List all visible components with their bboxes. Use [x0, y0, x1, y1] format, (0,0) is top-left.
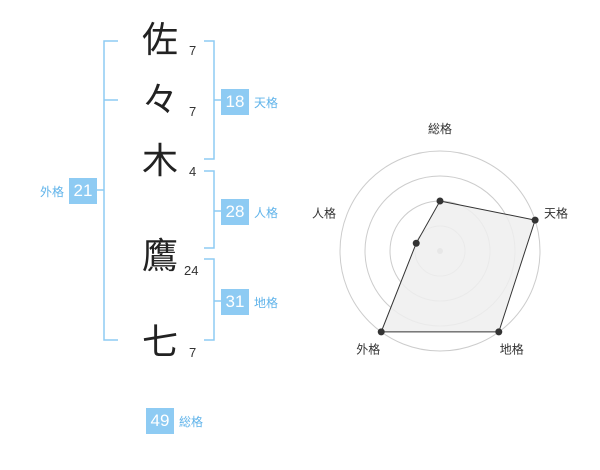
- chikaku-badge: 31 地格: [221, 289, 278, 315]
- radar-ring-4: [339, 150, 541, 352]
- jinkaku-label: 人格: [254, 205, 279, 220]
- tenkaku-value: 18: [221, 89, 249, 115]
- stroke-count-1: 7: [189, 43, 197, 58]
- radar-point-4: [377, 328, 385, 336]
- tenkaku-badge: 18 天格: [221, 89, 278, 115]
- chikaku-bracket: [204, 258, 215, 341]
- radar-axis-label-2: 天格: [544, 205, 568, 220]
- stroke-count-4: 24: [184, 263, 199, 278]
- gaikaku-label: 外格: [40, 184, 65, 199]
- radar-axis-label-3: 地格: [500, 342, 524, 357]
- name-char-2: 々: [141, 80, 178, 121]
- tenkaku-label: 天格: [254, 95, 279, 110]
- stroke-count-2: 7: [189, 104, 197, 119]
- chikaku-label: 地格: [254, 295, 279, 310]
- jinkaku-badge: 28 人格: [221, 199, 278, 225]
- radar-point-5: [412, 239, 420, 247]
- stroke-count-5: 7: [189, 345, 197, 360]
- chikaku-value: 31: [221, 289, 249, 315]
- soukaku-value: 49: [146, 408, 174, 434]
- jinkaku-value: 28: [221, 199, 249, 225]
- name-char-3: 木: [141, 141, 178, 182]
- name-char-5: 七: [141, 322, 178, 363]
- soukaku-label: 総格: [179, 414, 204, 429]
- gaikaku-value: 21: [69, 178, 98, 204]
- radar-data-polygon: [380, 200, 536, 333]
- radar-point-1: [436, 197, 444, 205]
- name-char-4: 鷹: [141, 236, 178, 277]
- radar-axis-label-4: 外格: [356, 342, 380, 357]
- radar-point-3: [495, 328, 503, 336]
- jinkaku-bracket: [204, 170, 215, 249]
- name-char-1: 佐: [141, 20, 178, 61]
- radar-axis-label-5: 人格: [312, 205, 336, 220]
- radar-axis-label-1: 総格: [428, 121, 452, 136]
- stroke-count-3: 4: [189, 164, 197, 179]
- gaikaku-badge: 外格 21: [40, 178, 98, 204]
- soukaku-badge: 49 総格: [146, 408, 203, 434]
- radar-point-2: [531, 216, 539, 224]
